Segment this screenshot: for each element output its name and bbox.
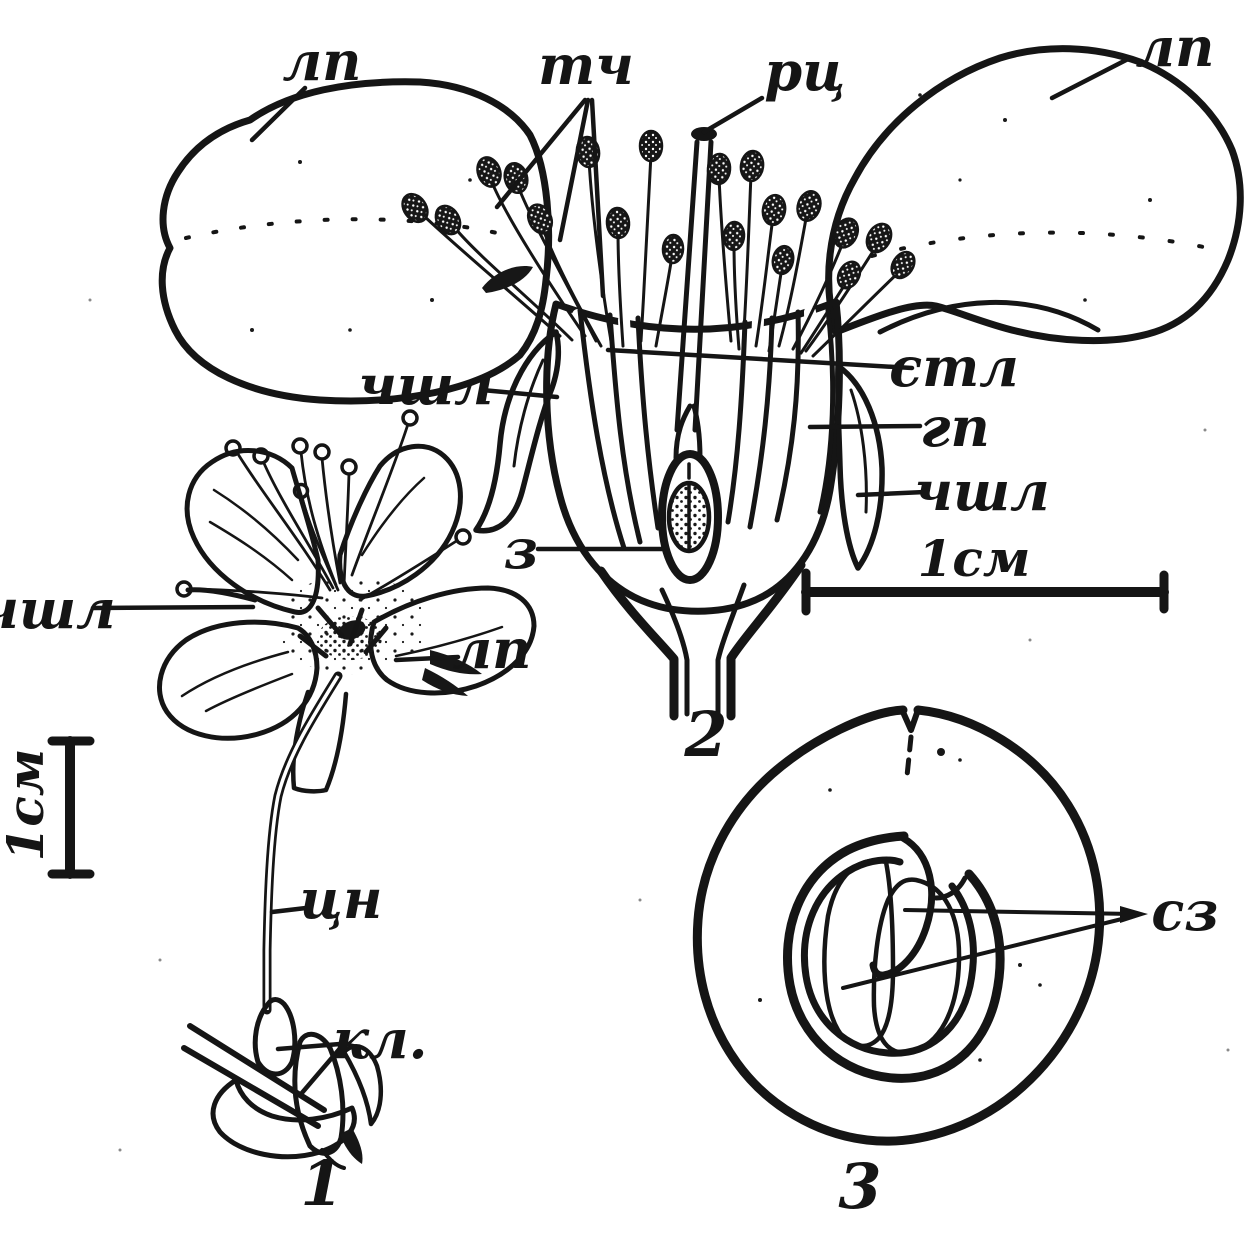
fig2-left-petal bbox=[158, 78, 553, 405]
fig3-flesh-specks bbox=[758, 758, 1042, 1062]
fig2-number: 2 bbox=[683, 698, 727, 771]
fig2-right-sepal bbox=[834, 363, 885, 571]
fig3-number: 3 bbox=[838, 1150, 881, 1223]
fig3-fruit-cross-section: сз 3 bbox=[692, 705, 1219, 1223]
fig1-scale-bar bbox=[47, 736, 95, 879]
fig3-seed-left bbox=[822, 858, 896, 1049]
label-petal-top-right: лп bbox=[1136, 15, 1215, 79]
label-hypanthium: гп bbox=[920, 395, 990, 459]
label-sepal-right: чшл bbox=[914, 459, 1049, 523]
fig2-stamens bbox=[401, 129, 916, 358]
fig2-flower-longitudinal-section: лп тч рц лп стл гп чшл чшл з 1см 2 bbox=[158, 15, 1244, 771]
fig1-number: 1 bbox=[300, 1147, 343, 1220]
fig2-scale-bar bbox=[801, 568, 1169, 616]
fig2-hypanthium-cup bbox=[543, 298, 843, 721]
label-ovary: з bbox=[504, 517, 538, 581]
fig2-anthers bbox=[401, 129, 916, 290]
label-scale-horizontal: 1см bbox=[918, 529, 1031, 588]
fig3-leader-lines bbox=[841, 908, 1136, 990]
fig1-whole-flower: чшл лп 1см цн кл. 1 bbox=[0, 409, 537, 1220]
fig1-pedicel bbox=[262, 671, 343, 1015]
label-pedicel: цн bbox=[300, 867, 383, 931]
label-petal-fig1: лп bbox=[453, 617, 532, 681]
label-style: стл bbox=[889, 335, 1019, 399]
label-stigma: рц bbox=[764, 39, 845, 103]
fig2-left-sepal bbox=[473, 329, 562, 534]
fig2-right-petal bbox=[825, 45, 1244, 345]
label-sepal-left-fig2: чшл bbox=[358, 353, 493, 417]
label-scale-vertical: 1см bbox=[0, 749, 55, 862]
label-seeds: сз bbox=[1151, 879, 1218, 943]
page-noise bbox=[88, 118, 1230, 1152]
label-stamens: тч bbox=[538, 33, 634, 97]
fig2-leader-lines bbox=[249, 55, 1133, 552]
fig1-leader-lines bbox=[90, 604, 461, 1097]
label-sepal-fig1: чшл bbox=[0, 577, 116, 641]
fig3-leader-arrowhead bbox=[1120, 906, 1148, 923]
fig2-dark-leaflet bbox=[482, 266, 533, 293]
label-petal-top-left: лп bbox=[283, 29, 362, 93]
fig3-seed-right bbox=[871, 877, 962, 1055]
label-bud-scales: кл. bbox=[333, 1007, 428, 1071]
fig3-fruit-outline bbox=[692, 705, 1105, 1146]
